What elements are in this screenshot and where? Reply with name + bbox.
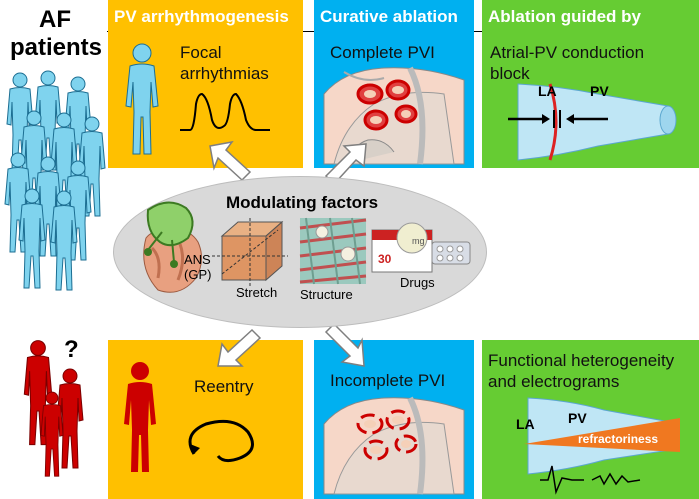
reentry-label: Reentry bbox=[194, 377, 254, 396]
conduction-line1: Atrial-PV conduction bbox=[490, 43, 645, 62]
header-ablation-guided-by: Ablation guided by bbox=[488, 7, 641, 26]
ans-line1: ANS bbox=[184, 252, 211, 267]
person-red-icon bbox=[124, 362, 156, 472]
af-patients-title: AF patients bbox=[10, 6, 103, 62]
conduction-line2: block bbox=[490, 64, 530, 83]
incomplete-pvi-label: Incomplete PVI bbox=[330, 371, 446, 390]
drug-box-mg: mg bbox=[412, 236, 425, 246]
focal-arrhythmias-label: Focal arrhythmias bbox=[180, 42, 269, 84]
drugs-label: Drugs bbox=[400, 275, 435, 290]
panel-top-pv-arrhythmogenesis: PV arrhythmogenesis Focal arrhythmias bbox=[108, 0, 303, 168]
af-title-line2: patients bbox=[10, 34, 103, 61]
arrow-to-reentry bbox=[217, 328, 262, 367]
header-curative-ablation: Curative ablation bbox=[320, 7, 458, 26]
drugs-icon bbox=[371, 222, 471, 273]
complete-pvi-label: Complete PVI bbox=[330, 43, 435, 62]
incomplete-pvi-anatomy-icon bbox=[323, 396, 465, 495]
pv-label-top: PV bbox=[590, 83, 609, 99]
arrow-to-focal bbox=[209, 140, 252, 182]
af-title-line1: AF bbox=[39, 6, 71, 33]
person-outline-blue-icon bbox=[125, 43, 159, 155]
functional-line1: Functional heterogeneity bbox=[488, 351, 675, 370]
structure-tissue-icon bbox=[299, 217, 367, 285]
panel-top-ablation-guided: Ablation guided by Atrial-PV conduction … bbox=[482, 0, 699, 168]
focal-line2: arrhythmias bbox=[180, 64, 269, 83]
modulating-factors-title: Modulating factors bbox=[226, 193, 379, 212]
header-pv-arrhythmogenesis: PV arrhythmogenesis bbox=[114, 7, 289, 26]
ans-gp-label: ANS (GP) bbox=[184, 252, 211, 282]
refractoriness-label: refractoriness bbox=[578, 432, 659, 446]
focal-line1: Focal bbox=[180, 43, 222, 62]
la-label-top: LA bbox=[538, 83, 557, 99]
pv-funnel-block-icon bbox=[508, 83, 677, 161]
structure-label: Structure bbox=[300, 287, 353, 302]
question-mark: ? bbox=[64, 336, 79, 363]
la-label-bottom: LA bbox=[516, 416, 535, 432]
reentry-loop-icon bbox=[188, 419, 254, 463]
drug-box-number: 30 bbox=[378, 252, 392, 266]
action-potential-trace-icon bbox=[180, 92, 270, 131]
arrow-to-incomplete-pvi bbox=[324, 322, 365, 367]
pv-label-bottom: PV bbox=[568, 410, 587, 426]
ans-line2: (GP) bbox=[184, 267, 212, 282]
stretch-cube-icon bbox=[212, 218, 288, 286]
heart-ans-icon bbox=[143, 201, 202, 293]
conduction-block-label: Atrial-PV conduction block bbox=[490, 42, 644, 84]
functional-line2: and electrograms bbox=[488, 372, 620, 391]
functional-heterogeneity-label: Functional heterogeneity and electrogram… bbox=[488, 350, 674, 392]
panel-bottom-reentry: Reentry bbox=[108, 340, 303, 499]
pv-funnel-refractoriness-icon bbox=[524, 397, 680, 495]
panel-bottom-functional-heterogeneity: Functional heterogeneity and electrogram… bbox=[482, 340, 699, 499]
stretch-label: Stretch bbox=[236, 285, 278, 300]
panel-top-curative-ablation: Curative ablation Complete PVI bbox=[314, 0, 474, 168]
panel-bottom-incomplete-pvi: Incomplete PVI bbox=[314, 340, 474, 499]
